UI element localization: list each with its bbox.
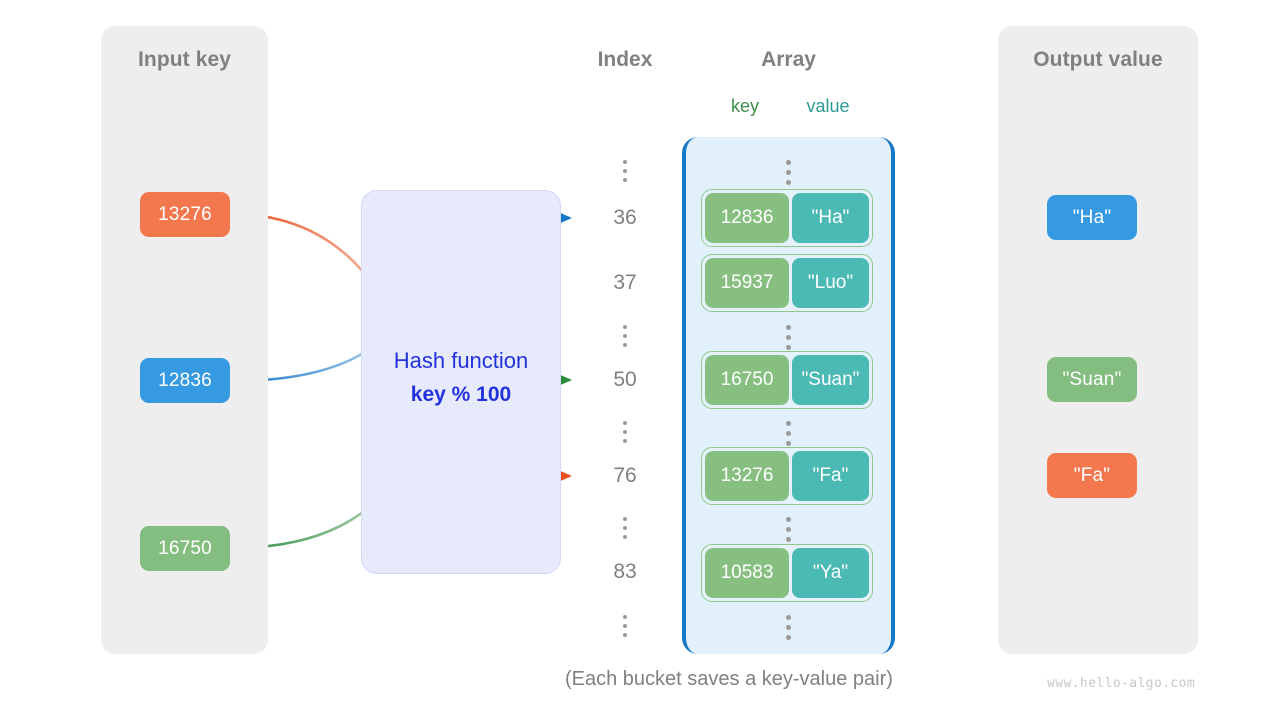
index-label-36: 36 (613, 206, 637, 229)
bucket-key: 13276 (705, 451, 789, 501)
diagram-caption: (Each bucket saves a key-value pair) (565, 668, 893, 690)
bucket-key: 16750 (705, 355, 789, 405)
bucket-row[interactable]: 16750 "Suan" (701, 351, 873, 409)
index-label-83: 83 (613, 560, 637, 583)
output-value-chip-0[interactable]: "Ha" (1047, 195, 1137, 240)
array-ellipsis-4 (682, 512, 895, 542)
hash-function-label: Hash function (393, 348, 529, 373)
array-ellipsis-top (682, 155, 895, 185)
bucket-key: 12836 (705, 193, 789, 243)
bucket-value: "Luo" (792, 258, 869, 308)
bucket-value: "Ha" (792, 193, 869, 243)
array-ellipsis-2 (682, 320, 895, 350)
index-ellipsis-4 (588, 512, 662, 539)
array-column-title: Array (761, 48, 816, 71)
index-ellipsis-3 (588, 416, 662, 443)
array-ellipsis-bottom (682, 610, 895, 640)
bucket-row[interactable]: 12836 "Ha" (701, 189, 873, 247)
hash-function-panel: Hash function key % 100 (361, 190, 561, 574)
index-label-37: 37 (613, 271, 637, 294)
bucket-value: "Ya" (792, 548, 869, 598)
bucket-key: 10583 (705, 548, 789, 598)
bucket-row[interactable]: 13276 "Fa" (701, 447, 873, 505)
key-column-header: key (730, 96, 759, 116)
index-label-76: 76 (613, 464, 637, 487)
index-ellipsis-bottom (588, 610, 662, 637)
bucket-row[interactable]: 15937 "Luo" (701, 254, 873, 312)
bucket-key: 15937 (705, 258, 789, 308)
input-key-chip-0[interactable]: 13276 (140, 192, 230, 237)
bucket-row[interactable]: 10583 "Ya" (701, 544, 873, 602)
index-column-title: Index (597, 48, 653, 71)
output-value-chip-1[interactable]: "Suan" (1047, 357, 1137, 402)
site-watermark: www.hello-algo.com (1047, 676, 1196, 691)
bucket-value: "Suan" (792, 355, 869, 405)
output-value-panel: Output value (998, 26, 1198, 654)
input-key-chip-1[interactable]: 12836 (140, 358, 230, 403)
hash-formula-label: key % 100 (410, 383, 512, 406)
index-label-50: 50 (613, 368, 637, 391)
input-key-chip-2[interactable]: 16750 (140, 526, 230, 571)
index-ellipsis-top (588, 155, 662, 182)
output-value-chip-2[interactable]: "Fa" (1047, 453, 1137, 498)
bucket-value: "Fa" (792, 451, 869, 501)
array-ellipsis-3 (682, 416, 895, 446)
value-column-header: value (806, 96, 850, 116)
input-panel-title: Input key (137, 48, 232, 71)
output-panel-title: Output value (1033, 48, 1163, 71)
index-ellipsis-2 (588, 320, 662, 347)
